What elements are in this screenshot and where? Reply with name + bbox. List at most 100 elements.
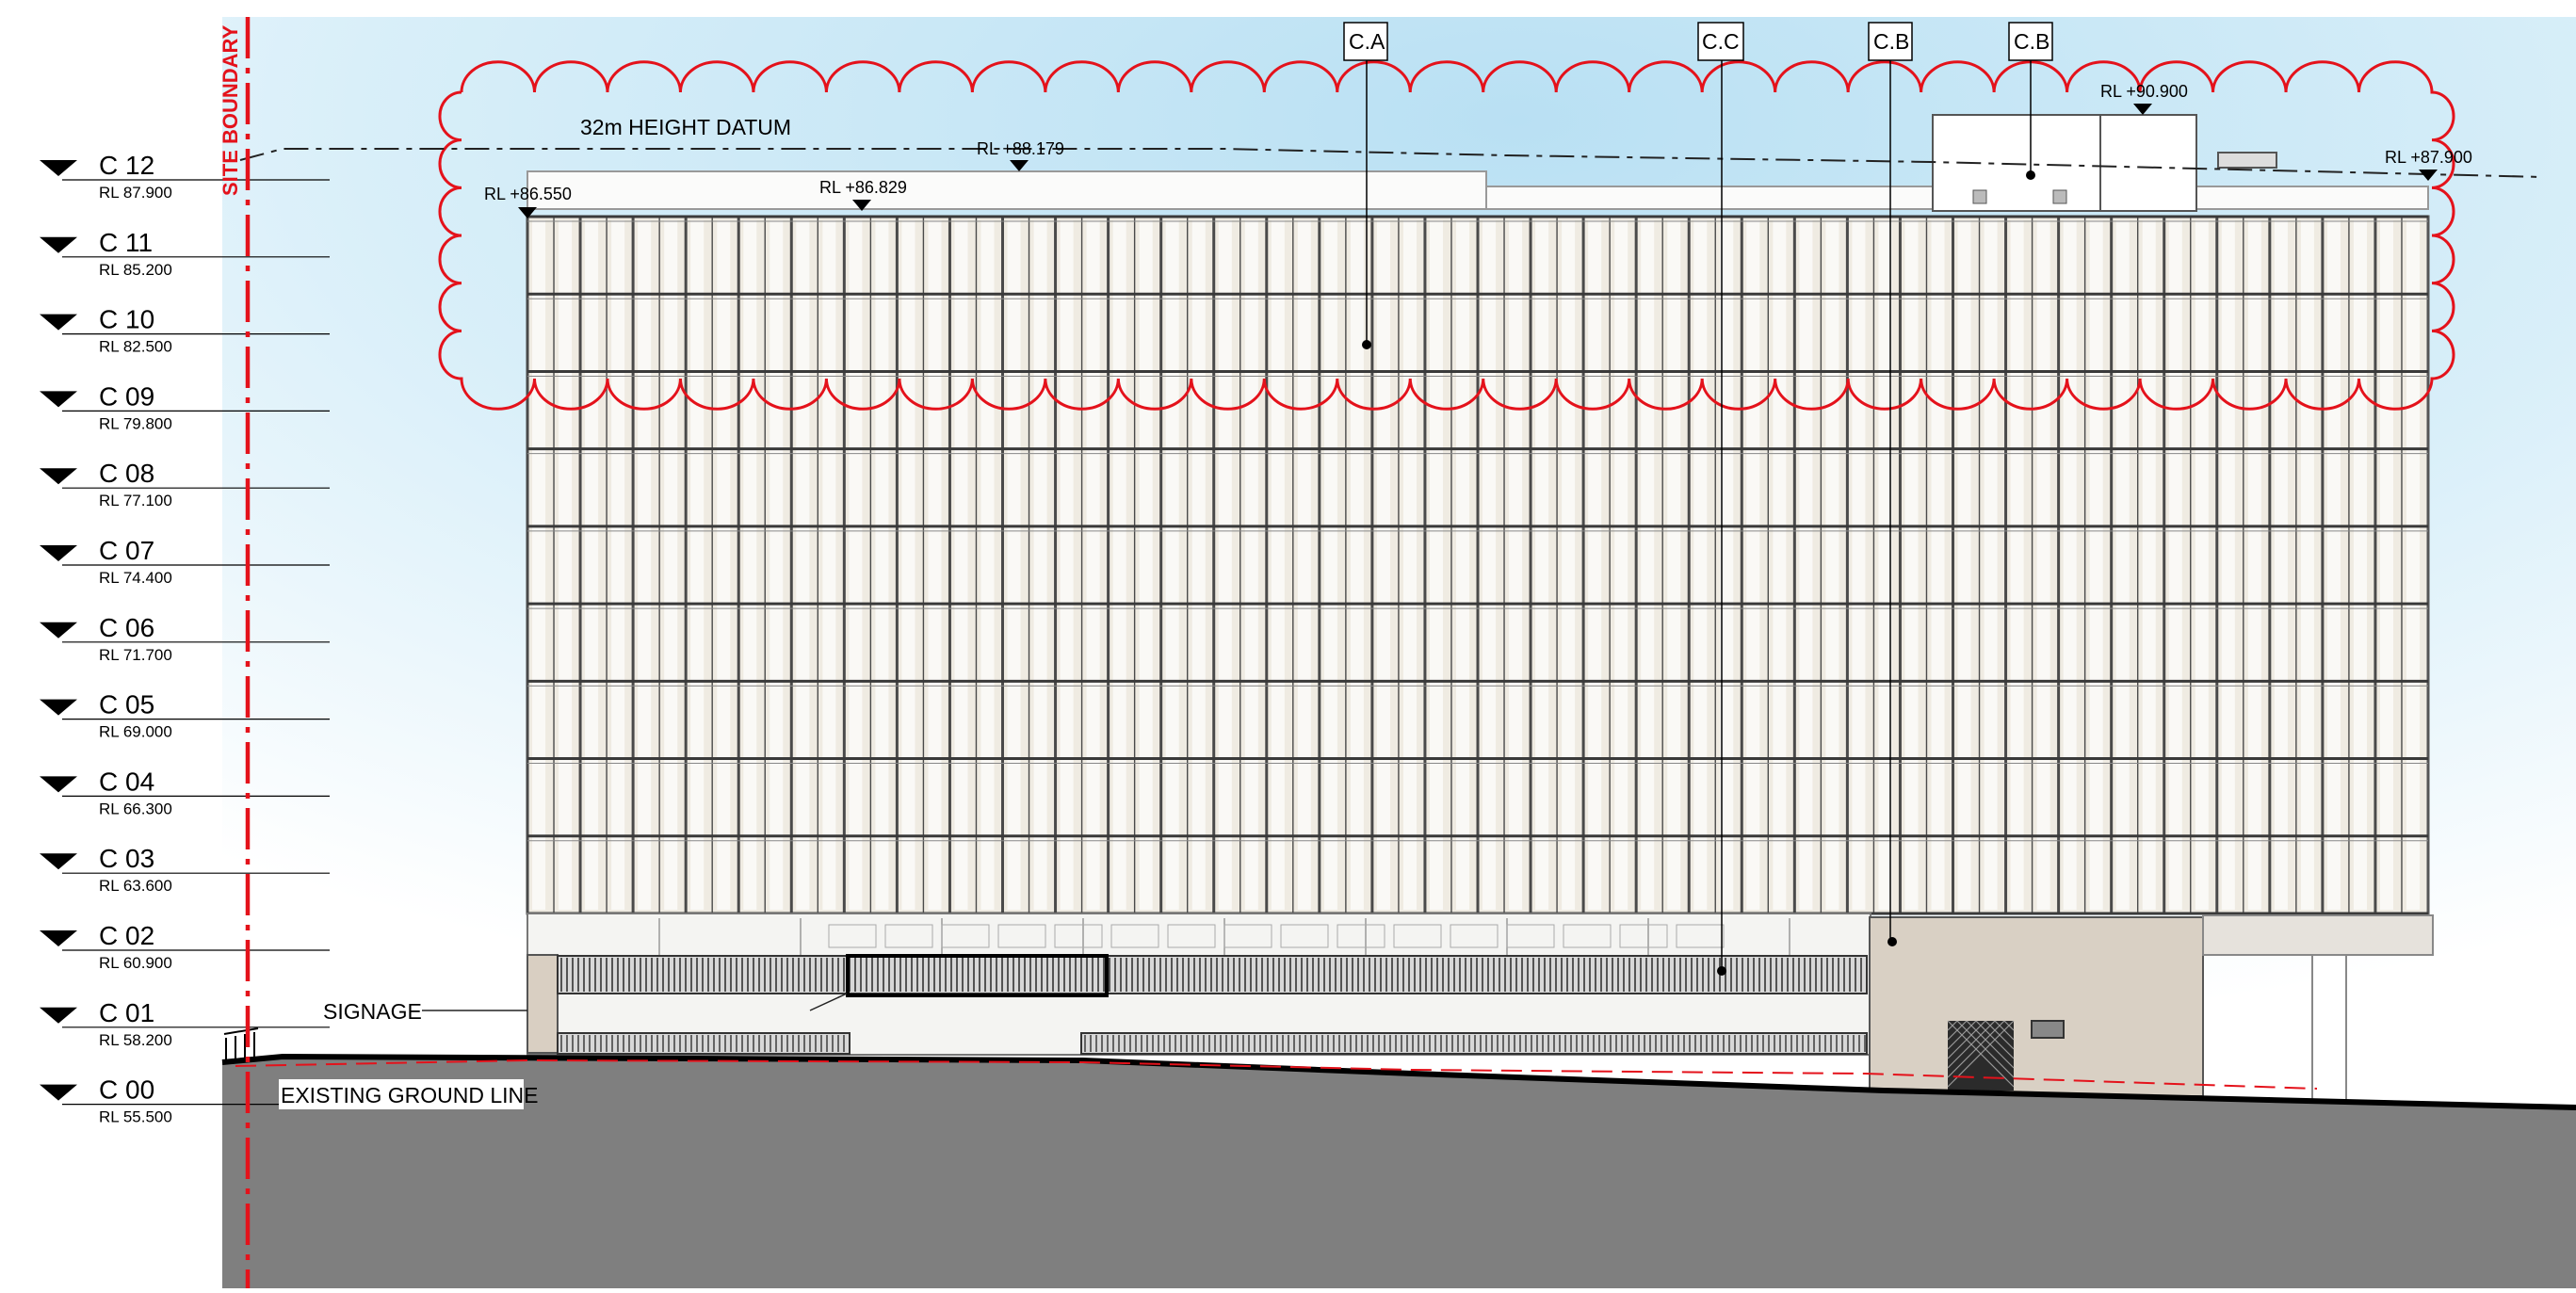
facade-panel (1588, 220, 1602, 910)
rooftop-unit (2217, 152, 2277, 169)
existing-ground (222, 1057, 2576, 1288)
facade-panel (2010, 220, 2024, 910)
podium-left-pier (527, 954, 559, 1054)
facade-panel (980, 220, 995, 910)
spot-level-3: RL +88.179 (977, 139, 1064, 158)
facade-panel (2247, 220, 2261, 910)
facade-panel (849, 220, 863, 910)
level-triangle-icon (40, 1084, 77, 1101)
facade-panel (1086, 220, 1100, 910)
facade-panel (2036, 220, 2050, 910)
facade-panel (1033, 220, 1047, 910)
facade-panel (2326, 220, 2341, 910)
level-triangle-icon (40, 853, 77, 870)
facade-panel (1297, 220, 1311, 910)
level-marker: C 02 RL 60.900 (40, 921, 330, 972)
facade-panel (1773, 220, 1787, 910)
spot-level-1: RL +86.550 (484, 185, 572, 203)
material-tags: C.A C.C C.B C.B (1343, 22, 2053, 976)
facade-panel (1667, 220, 1681, 910)
facade-panel (1376, 220, 1390, 910)
facade-panel (559, 220, 573, 910)
plant-room-block (1869, 916, 2204, 1097)
facade-panel (2115, 220, 2130, 910)
facade-panel (1191, 220, 1206, 910)
facade-panel (1720, 220, 1734, 910)
facade-panel (875, 220, 889, 910)
level-triangle-icon (40, 391, 77, 408)
level-triangle-icon (40, 930, 77, 946)
level-rl: RL 58.200 (99, 1031, 172, 1049)
facade-panel (928, 220, 942, 910)
facade-panel (2168, 220, 2182, 910)
level-code: C 04 (99, 767, 154, 796)
facade-panel (1799, 220, 1813, 910)
facade-panel (1931, 220, 1945, 910)
facade-panel (822, 220, 836, 910)
building-facade (526, 215, 2430, 919)
level-rl: RL 77.100 (99, 492, 172, 509)
level-triangle-icon (40, 1007, 77, 1024)
podium-grille (557, 918, 1868, 1055)
level-triangle-icon (40, 545, 77, 561)
level-rl: RL 69.000 (99, 723, 172, 741)
facade-panel (1060, 220, 1074, 910)
existing-ground-label-bg (279, 1079, 524, 1109)
level-rl: RL 63.600 (99, 877, 172, 895)
level-rl: RL 71.700 (99, 646, 172, 664)
facade-panel (717, 220, 731, 910)
facade-panel (1693, 220, 1708, 910)
facade-panel (1825, 220, 1839, 910)
facade-panel (954, 220, 968, 910)
material-tag-ca: C.A (1349, 29, 1385, 54)
facade-panel (2406, 220, 2421, 910)
level-code: C 00 (99, 1075, 154, 1105)
facade-panel (1402, 220, 1417, 910)
facade-panel (532, 220, 546, 910)
facade-panel (2274, 220, 2288, 910)
rooftop-plant (527, 114, 2429, 212)
facade-panel (1271, 220, 1285, 910)
level-rl: RL 55.500 (99, 1108, 172, 1126)
level-triangle-icon (40, 160, 77, 176)
level-triangle-icon (40, 622, 77, 638)
facade-panel (1112, 220, 1126, 910)
signage-box (846, 954, 1109, 997)
material-tag-cb-2: C.B (2014, 29, 2049, 54)
facade-panel (2300, 220, 2314, 910)
facade-panel (1139, 220, 1153, 910)
facade-panel (690, 220, 705, 910)
signage-label: SIGNAGE (323, 999, 422, 1024)
facade-panel (1852, 220, 1866, 910)
facade-panel (585, 220, 599, 910)
facade-panel (796, 220, 810, 910)
level-rl: RL 85.200 (99, 261, 172, 279)
facade-panel (1350, 220, 1364, 910)
level-code: C 02 (99, 921, 154, 950)
level-code: C 01 (99, 998, 154, 1027)
facade-panel (1323, 220, 1337, 910)
material-tag-cc: C.C (1702, 29, 1740, 54)
spot-level-5: RL +87.900 (2385, 148, 2472, 167)
level-code: C 11 (99, 228, 153, 257)
facade-panel (2379, 220, 2394, 910)
level-rl: RL 60.900 (99, 954, 172, 972)
spot-level-4: RL +90.900 (2100, 82, 2188, 101)
spot-levels: RL +86.550 RL +86.829 RL +88.179 RL +90.… (484, 82, 2472, 218)
level-code: C 09 (99, 381, 154, 411)
existing-ground-label: EXISTING GROUND LINE (281, 1083, 538, 1107)
facade-panel (1562, 220, 1576, 910)
facade-panel (1456, 220, 1470, 910)
facade-panel (770, 220, 784, 910)
facade-panel (1746, 220, 1760, 910)
